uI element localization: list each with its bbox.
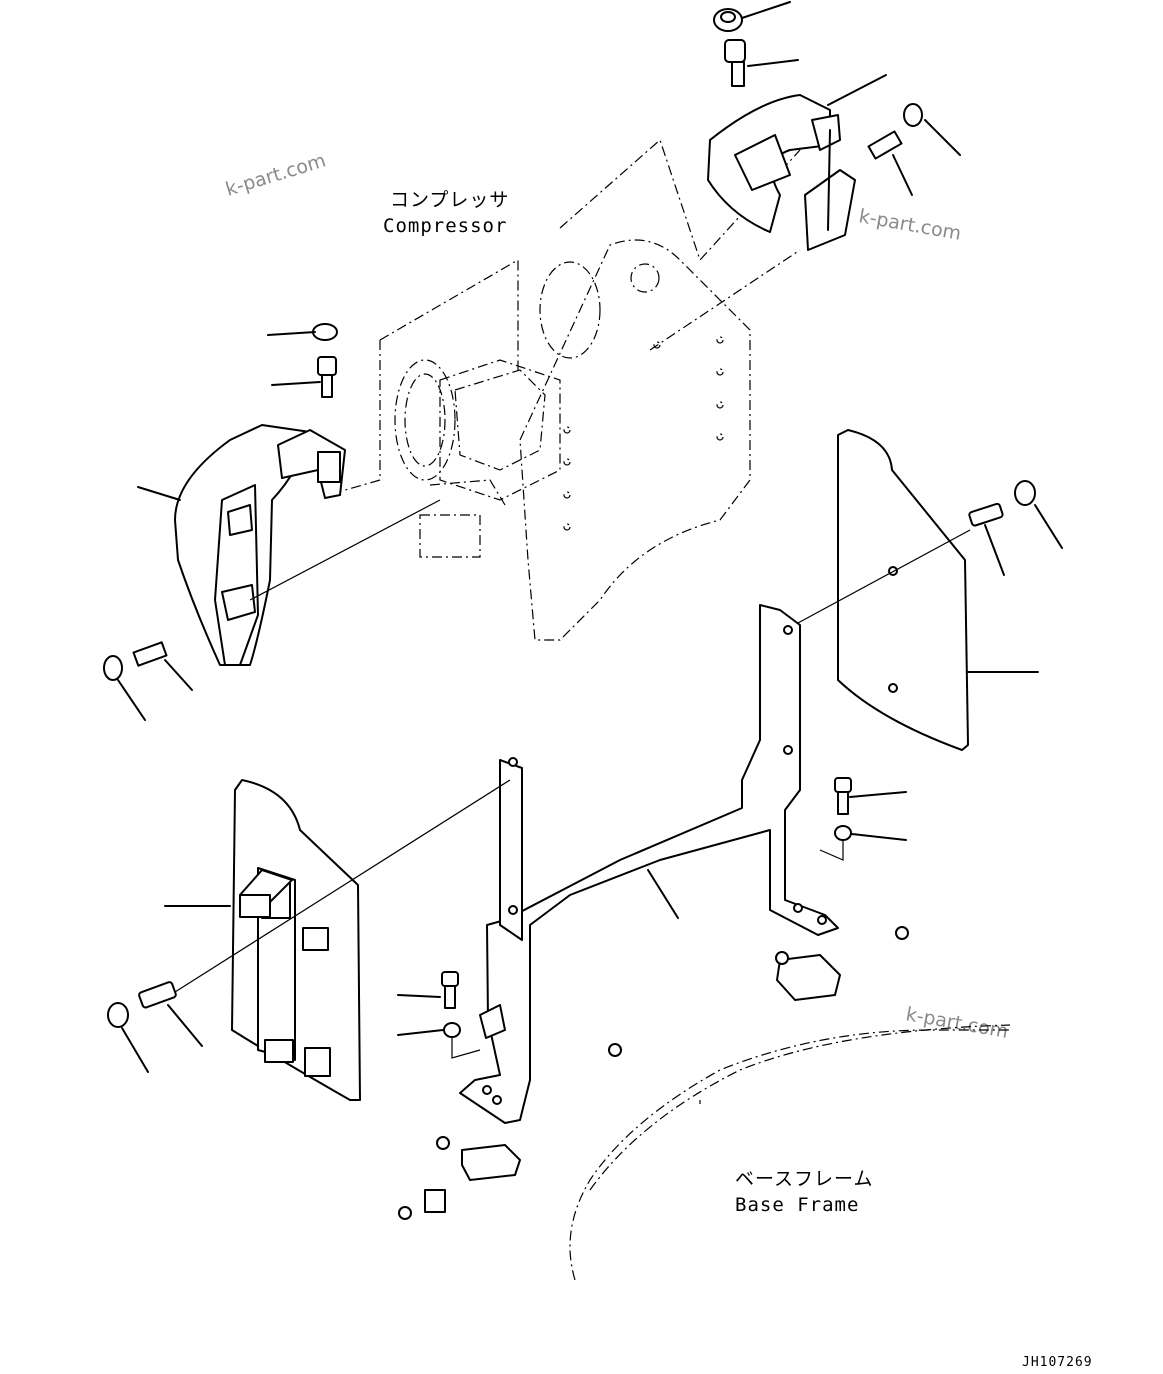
upper-right-hardware [713, 1, 961, 196]
frame-hardware [397, 777, 909, 1220]
left-cover [174, 424, 346, 666]
watermark-top-right: k-part.com [857, 205, 963, 245]
compressor-label-en: Compressor [383, 215, 507, 237]
base-frame-label-en: Base Frame [735, 1194, 859, 1216]
compressor-label-jp: コンプレッサ [390, 189, 509, 211]
compressor-ghost [327, 258, 601, 558]
left-plate [107, 779, 511, 1101]
base-frame-label-jp: ベースフレーム [735, 1168, 873, 1190]
base-frame-ghost [569, 1024, 1011, 1281]
right-plate [784, 429, 1063, 751]
frame-bracket [459, 604, 839, 1124]
left-cover-hardware [103, 323, 441, 721]
watermark-top-left: k-part.com [223, 149, 328, 200]
upper-right-cover [707, 94, 856, 251]
drawing-code: JH107269 [1022, 1355, 1093, 1370]
watermark-mid-right: k-part.com [904, 1003, 1010, 1043]
